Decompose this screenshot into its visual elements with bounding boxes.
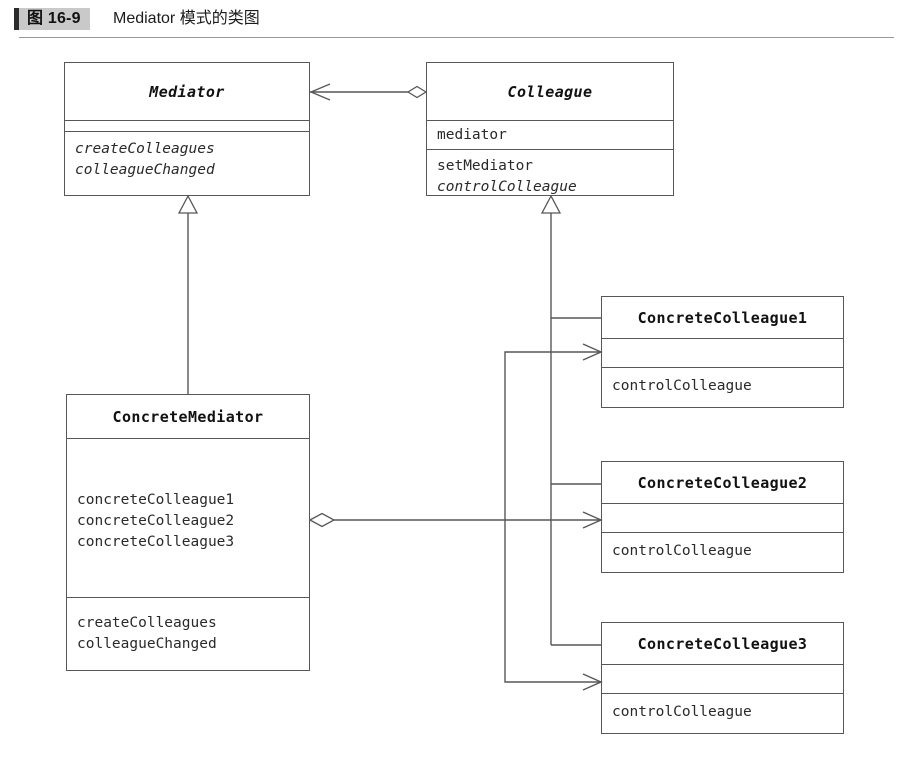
method-item: createColleagues (77, 615, 217, 631)
connector-concrete-colleagues-extend-colleague (540, 194, 601, 646)
class-box-concrete-mediator[interactable]: ConcreteMediator concreteColleague1 conc… (66, 394, 310, 671)
method-item: controlColleague (612, 704, 752, 720)
figure-marker-icon (14, 8, 19, 30)
attribute-item: concreteColleague1 (77, 492, 235, 508)
open-arrowhead-icon (582, 511, 603, 529)
open-arrowhead-icon (309, 83, 331, 101)
attribute-item: concreteColleague2 (77, 513, 235, 529)
method-item: setMediator (437, 158, 534, 174)
generalization-triangle-icon (540, 194, 562, 214)
method-item: createColleagues (75, 141, 215, 157)
class-attributes-concrete-colleague-1 (602, 338, 843, 367)
class-box-concrete-colleague-3[interactable]: ConcreteColleague3 controlColleague (601, 622, 844, 734)
attribute-item: concreteColleague3 (77, 534, 235, 550)
class-box-concrete-colleague-2[interactable]: ConcreteColleague2 controlColleague (601, 461, 844, 573)
figure-divider (19, 37, 894, 38)
class-title-concrete-colleague-2: ConcreteColleague2 (637, 473, 808, 492)
class-title-concrete-colleague-1: ConcreteColleague1 (637, 308, 808, 327)
method-item: controlColleague (437, 179, 577, 195)
attribute-item: mediator (437, 127, 507, 143)
class-box-colleague[interactable]: Colleague mediator setMediator controlCo… (426, 62, 674, 196)
figure-number: 图 16-9 (19, 8, 90, 30)
method-item: controlColleague (612, 543, 752, 559)
class-title-concrete-mediator: ConcreteMediator (112, 407, 264, 426)
connector-colleague-aggregates-mediator (309, 83, 428, 101)
method-item: colleagueChanged (77, 636, 217, 652)
class-title-colleague: Colleague (507, 82, 593, 101)
class-title-concrete-colleague-3: ConcreteColleague3 (637, 634, 808, 653)
class-methods-concrete-colleague-2: controlColleague (602, 532, 843, 572)
generalization-triangle-icon (177, 194, 199, 214)
connector-concrete-mediator-extends-mediator (177, 194, 199, 394)
open-arrowhead-icon (582, 343, 603, 361)
aggregation-diamond-icon (406, 85, 428, 99)
class-attributes-concrete-colleague-2 (602, 503, 843, 532)
class-methods-concrete-mediator: createColleagues colleagueChanged (67, 597, 309, 670)
class-methods-colleague: setMediator controlColleague (427, 149, 673, 195)
class-methods-mediator: createColleagues colleagueChanged (65, 131, 309, 195)
class-title-mediator: Mediator (149, 82, 225, 101)
class-attributes-colleague: mediator (427, 120, 673, 149)
class-attributes-mediator (65, 120, 309, 131)
method-item: colleagueChanged (75, 162, 215, 178)
class-box-concrete-colleague-1[interactable]: ConcreteColleague1 controlColleague (601, 296, 844, 408)
method-item: controlColleague (612, 378, 752, 394)
class-methods-concrete-colleague-1: controlColleague (602, 367, 843, 407)
class-attributes-concrete-mediator: concreteColleague1 concreteColleague2 co… (67, 438, 309, 597)
connector-concrete-mediator-aggregates-colleagues (308, 343, 603, 691)
open-arrowhead-icon (582, 673, 603, 691)
figure-header: 图 16-9 Mediator 模式的类图 (0, 0, 910, 44)
class-attributes-concrete-colleague-3 (602, 664, 843, 693)
class-methods-concrete-colleague-3: controlColleague (602, 693, 843, 733)
figure-title: Mediator 模式的类图 (113, 10, 260, 27)
class-box-mediator[interactable]: Mediator createColleagues colleagueChang… (64, 62, 310, 196)
aggregation-diamond-icon (308, 512, 336, 528)
